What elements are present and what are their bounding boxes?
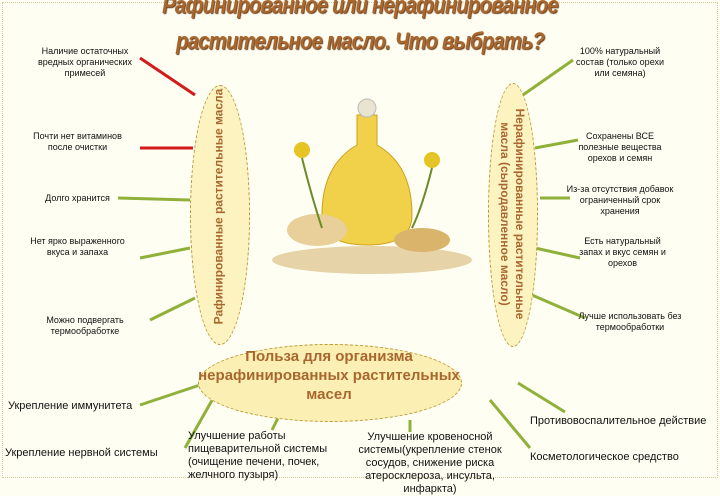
refined-ellipse xyxy=(190,85,250,345)
unrefined-ellipse xyxy=(488,83,538,347)
arrow-benefit-3 xyxy=(270,417,280,431)
refined-item-4: Нет ярко выраженного вкуса и запаха xyxy=(30,236,125,257)
arrow-benefit-5 xyxy=(517,381,566,414)
refined-item-5: Можно подвергать термообработке xyxy=(46,315,124,336)
unrefined-label: Нерафинированные растительные масла (сыр… xyxy=(498,108,527,320)
oil-bottle-illustration xyxy=(272,98,472,274)
arrow-refined-5 xyxy=(149,296,196,322)
oil-photo xyxy=(262,80,482,280)
arrow-refined-1 xyxy=(139,56,196,97)
arrow-unrefined-1 xyxy=(519,58,574,99)
benefit-item-1: Укрепление иммунитета xyxy=(8,400,133,412)
refined-item-1: Наличие остаточных вредных органических … xyxy=(37,46,133,78)
benefit-item-2: Укрепление нервной системы xyxy=(5,447,158,459)
frame xyxy=(2,2,718,478)
arrow-benefit-2 xyxy=(183,394,217,449)
arrow-unrefined-5 xyxy=(524,290,586,320)
arrow-unrefined-2 xyxy=(534,138,579,150)
unrefined-item-4: Есть натуральный запах и вкус семян и ор… xyxy=(579,236,666,268)
benefit-item-5: Противовоспалительное действие xyxy=(530,415,707,427)
benefits-ellipse xyxy=(198,344,462,422)
arrows xyxy=(117,56,586,449)
arrow-refined-3 xyxy=(117,196,191,202)
unrefined-item-2: Сохранены ВСЕ полезные вещества орехов и… xyxy=(578,131,662,163)
arrow-benefit-1 xyxy=(139,383,201,407)
arrow-unrefined-4 xyxy=(534,246,581,260)
refined-label: Рафинированные растительные масла xyxy=(211,88,226,325)
title-line-2: растительное масло. Что выбрать? xyxy=(176,28,545,55)
unrefined-item-3: Из-за отсутствия добавок ограниченный ср… xyxy=(566,184,674,216)
benefit-item-6: Косметологическое средство xyxy=(530,451,679,463)
title-line-1: Рафинированное или нерафинированное xyxy=(162,0,559,19)
arrow-refined-4 xyxy=(139,246,191,260)
refined-item-2: Почти нет витаминов после очистки xyxy=(33,131,122,152)
unrefined-item-1: 100% натуральный состав (только орехи ил… xyxy=(575,46,665,78)
unrefined-item-5: Лучше использовать без термообработки xyxy=(578,311,682,332)
arrow-benefit-6 xyxy=(488,399,532,449)
benefit-item-4: Улучшение кровеносной системы(укрепление… xyxy=(358,431,502,495)
refined-item-3: Долго хранится xyxy=(45,193,110,203)
benefit-item-3: Улучшение работы пищеварительной системы… xyxy=(188,430,328,481)
benefits-label: Польза для организма нерафинированных ра… xyxy=(198,348,460,403)
